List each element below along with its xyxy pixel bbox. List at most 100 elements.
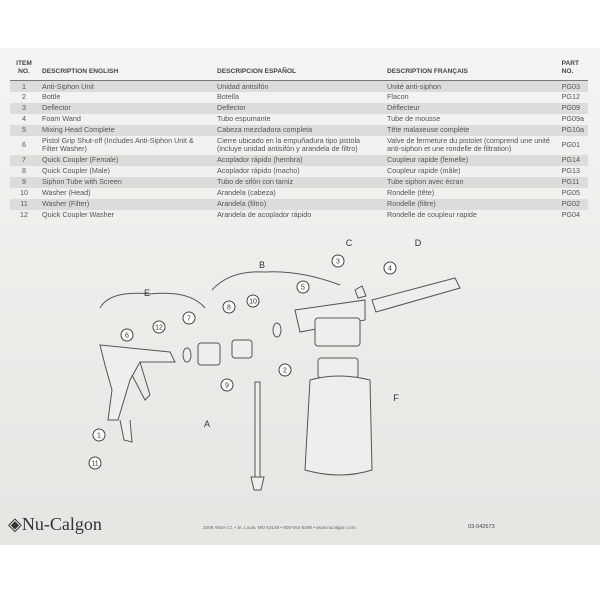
description-francais: Unité anti-siphon: [383, 80, 558, 92]
item-number: 5: [10, 124, 38, 136]
part-number: PG12: [561, 92, 580, 102]
description-english: Pistol Grip Shut-off (Includes Anti-Siph…: [42, 135, 194, 154]
parts-table: ITEM NO. DESCRIPTION ENGLISH DESCRIPCION…: [10, 60, 588, 221]
callout-circle-n1: [92, 428, 106, 442]
callout-number: 10: [249, 299, 257, 306]
description-english: Mixing Head Complete: [38, 124, 213, 136]
description-espanol: Cierre ubicado en la empuñadura tipo pis…: [217, 135, 361, 154]
callout-number: 11: [91, 461, 98, 468]
item-number: 10: [20, 187, 28, 197]
bottle-drawing: [304, 357, 373, 476]
callout-number: 7: [187, 316, 191, 323]
table-row: 2 Bottle Botella Flacon PG12: [10, 92, 588, 103]
part-number: PG13: [561, 165, 580, 175]
description-francais: Tube de mousse: [387, 114, 441, 124]
callout-circle-n2: [278, 363, 292, 377]
description-english: Washer (Filter): [38, 198, 213, 210]
header-part: PART NO.: [557, 60, 588, 82]
description-espanol: Unidad antisifón: [213, 80, 383, 92]
description-english: Anti-Siphon Unit: [38, 80, 213, 92]
logo-text: Nu-Calgon: [21, 514, 102, 534]
header-francais: DESCRIPTION FRANÇAIS: [383, 60, 558, 82]
description-francais: Coupleur rapide (mâle): [387, 165, 461, 175]
footer: ◈Nu-Calgon 2008 Altom Ct. • St. Louis, M…: [0, 510, 600, 540]
description-francais: Coupleur rapide (femelle): [383, 154, 558, 166]
description-espanol: Botella: [217, 92, 239, 102]
label-c: C: [346, 238, 353, 248]
description-espanol: Acoplador rápido (macho): [217, 165, 300, 175]
description-espanol: Arandela (filtro): [213, 198, 383, 210]
callout-circle-n5: [296, 280, 310, 294]
item-number: 2: [22, 92, 26, 102]
description-english: Foam Wand: [42, 114, 81, 124]
callout-circle-n7: [182, 311, 196, 325]
callout-circle-n6: [120, 328, 134, 342]
part-number: PG04: [561, 209, 580, 219]
description-francais: Tête malaxeuse complète: [383, 124, 558, 136]
callout-number: 2: [283, 368, 287, 375]
part-number: PG05: [561, 187, 580, 197]
description-espanol: Arandela (cabeza): [217, 187, 276, 197]
part-number: PG10a: [557, 124, 588, 136]
label-a: A: [204, 419, 210, 429]
callout-number: 4: [388, 266, 392, 273]
header-espanol: DESCRIPCION ESPAÑOL: [213, 60, 383, 82]
part-number: PG11: [557, 176, 588, 188]
item-number: 7: [10, 154, 38, 166]
callout-number: 6: [125, 333, 129, 340]
description-espanol: Acoplador rápido (hembra): [213, 154, 383, 166]
label-f: F: [393, 393, 399, 403]
item-number: 3: [10, 102, 38, 114]
callout-number: 9: [225, 383, 229, 390]
siphon-tube-drawing: [250, 381, 265, 491]
coupler-washers-drawing: [182, 322, 282, 366]
callout-circle-n9: [220, 378, 234, 392]
part-number: PG03: [557, 80, 588, 92]
callout-number: 8: [227, 305, 231, 312]
part-number: PG09: [557, 102, 588, 114]
description-francais: Flacon: [387, 92, 409, 102]
label-b: B: [259, 260, 265, 270]
callout-number: 1: [97, 433, 101, 440]
label-d: D: [415, 238, 422, 248]
document-number: 03-042573: [468, 524, 495, 530]
item-number: 12: [20, 209, 28, 219]
pistol-grip-drawing: [99, 344, 176, 443]
callout-number: 5: [301, 285, 305, 292]
description-english: Quick Coupler (Male): [42, 165, 110, 175]
header-item: ITEM NO.: [10, 60, 38, 82]
description-francais: Valve de fermeture du pistolet (comprend…: [387, 135, 550, 154]
header-english: DESCRIPTION ENGLISH: [38, 60, 213, 82]
description-francais: Rondelle de coupleur rapide: [387, 209, 477, 219]
callout-circle-n12: [152, 320, 166, 334]
part-number: PG02: [557, 198, 588, 210]
item-number: 9: [10, 176, 38, 188]
callout-circle-n3: [331, 254, 345, 268]
callout-circle-n11: [88, 456, 102, 470]
callout-number: 3: [336, 259, 340, 266]
nu-calgon-logo: ◈Nu-Calgon: [8, 514, 102, 534]
callout-circle-n10: [246, 294, 260, 308]
description-espanol: Arandela de acoplador rápido: [217, 209, 312, 219]
description-english: Washer (Head): [42, 187, 91, 197]
description-espanol: Tubo espumante: [217, 114, 271, 124]
item-number: 1: [10, 80, 38, 92]
description-espanol: Deflector: [213, 102, 383, 114]
description-francais: Rondelle (filtre): [383, 198, 558, 210]
label-e: E: [144, 288, 150, 298]
callout-circle-n8: [222, 300, 236, 314]
description-english: Bottle: [42, 92, 61, 102]
description-espanol: Cabeza mezcladora completa: [213, 124, 383, 136]
description-francais: Déflecteur: [383, 102, 558, 114]
